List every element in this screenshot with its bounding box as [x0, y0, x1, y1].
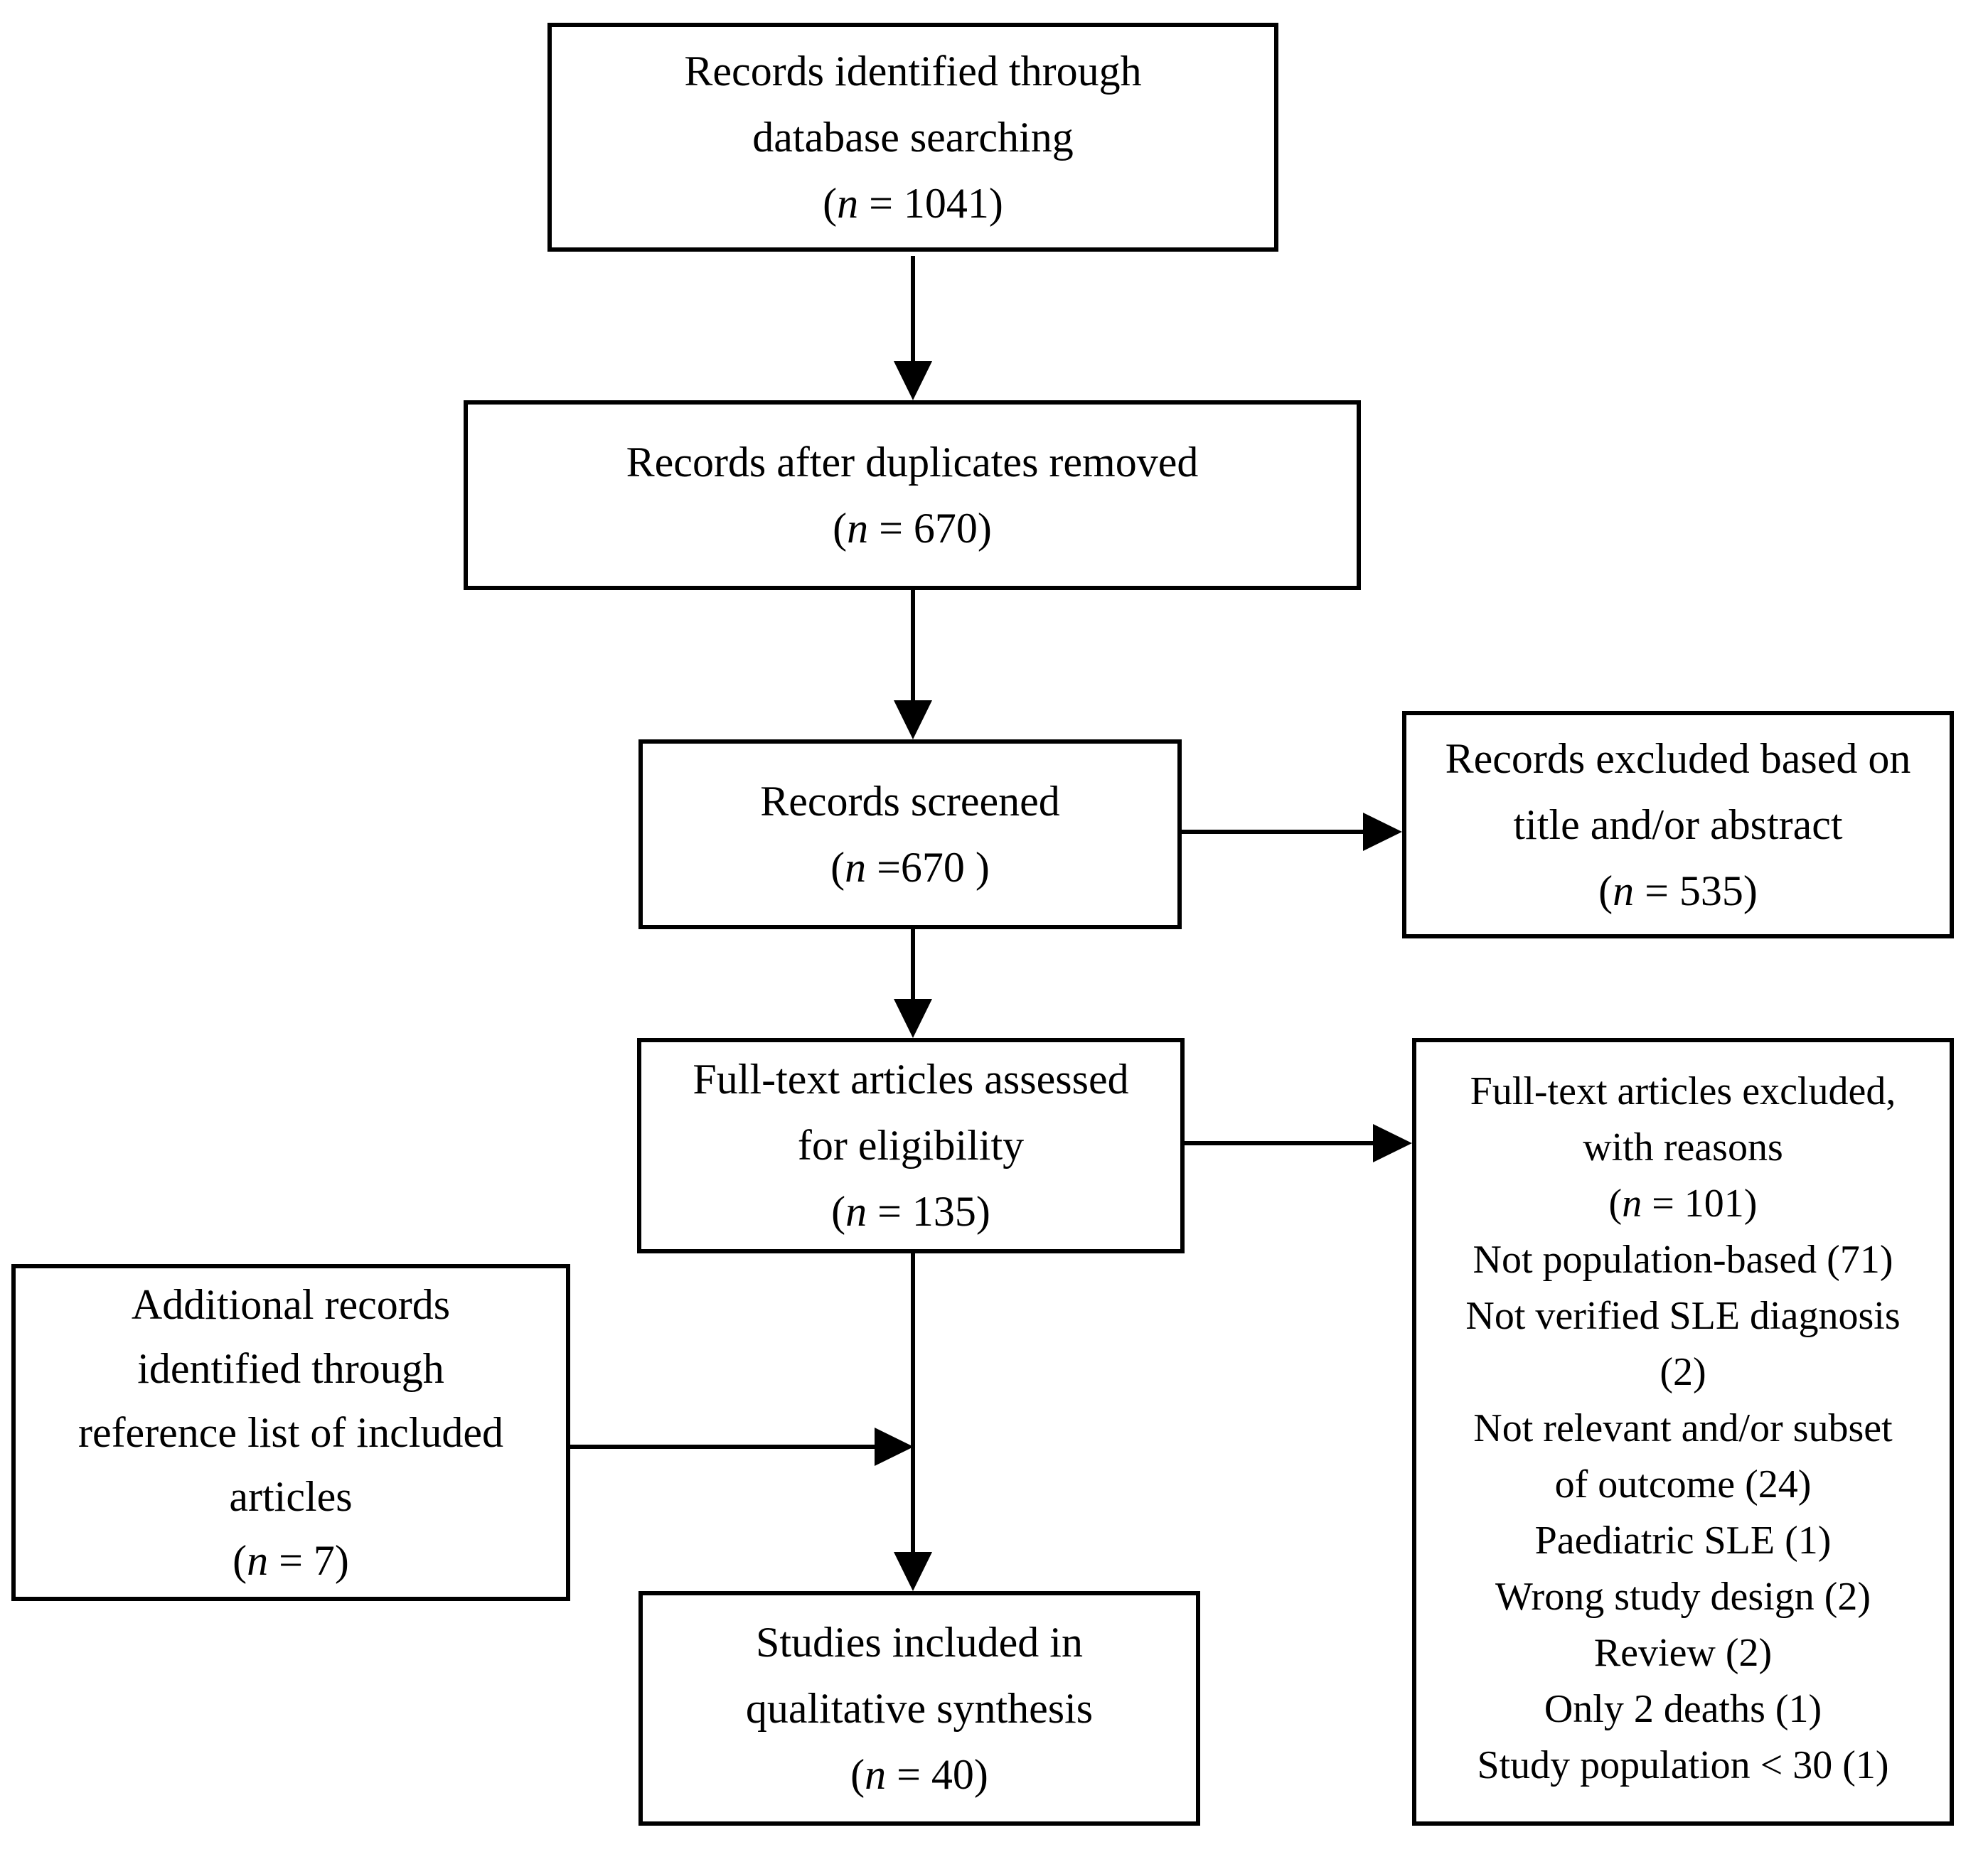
- exclusion-reason: Study population < 30 (1): [1477, 1743, 1889, 1787]
- box-text-line: Records identified through: [684, 47, 1142, 95]
- arrowhead-down-icon: [894, 700, 932, 739]
- exclusion-reason: Not population-based (71): [1473, 1238, 1893, 1282]
- box-records-screened: Records screened (n =670 ): [638, 739, 1182, 929]
- arrow-duplicates-to-screened: [911, 590, 915, 702]
- box-fulltext-excluded-reasons: Full-text articles excluded, with reason…: [1412, 1038, 1954, 1826]
- arrowhead-down-icon: [894, 999, 932, 1038]
- box-text-line: database searching: [752, 113, 1074, 161]
- box-text-line: Additional records: [131, 1281, 451, 1328]
- arrow-additional-to-included: [570, 1445, 875, 1449]
- box-text-line: for eligibility: [797, 1122, 1025, 1169]
- count-line: (n = 7): [233, 1537, 349, 1584]
- box-additional-records: Additional records identified through re…: [11, 1264, 570, 1601]
- count-line: (n = 135): [831, 1188, 990, 1235]
- box-text-line: reference list of included: [78, 1409, 504, 1456]
- arrow-screened-to-fulltext: [911, 929, 915, 1000]
- box-text-line: Studies included in: [756, 1618, 1083, 1666]
- box-text-line: Full-text articles assessed: [693, 1056, 1129, 1103]
- box-text-line: identified through: [137, 1345, 444, 1392]
- exclusion-reason: Not verified SLE diagnosis: [1465, 1294, 1901, 1338]
- box-records-identified: Records identified through database sear…: [547, 23, 1278, 252]
- arrow-fulltext-to-excluded-reasons: [1185, 1141, 1373, 1145]
- arrowhead-right-icon: [875, 1428, 914, 1466]
- arrow-fulltext-to-included: [911, 1253, 915, 1553]
- arrowhead-down-icon: [894, 361, 932, 400]
- box-duplicates-removed: Records after duplicates removed (n = 67…: [464, 400, 1361, 590]
- exclusion-reason: of outcome (24): [1554, 1462, 1812, 1506]
- box-text-line: Records screened: [760, 777, 1060, 825]
- count-line: (n = 670): [833, 504, 992, 552]
- exclusion-reason: (2): [1660, 1350, 1706, 1394]
- arrowhead-right-icon: [1363, 813, 1402, 851]
- arrow-identified-to-duplicates: [911, 256, 915, 363]
- exclusion-reason: Not relevant and/or subset: [1473, 1406, 1893, 1450]
- arrowhead-down-icon: [894, 1552, 932, 1591]
- box-text-line: Full-text articles excluded,: [1470, 1069, 1896, 1113]
- box-records-excluded-title-abstract: Records excluded based on title and/or a…: [1402, 711, 1954, 938]
- count-line: (n = 1041): [823, 179, 1003, 227]
- count-line: (n = 101): [1608, 1182, 1758, 1226]
- exclusion-reason: Only 2 deaths (1): [1544, 1687, 1822, 1731]
- box-text-line: with reasons: [1583, 1125, 1783, 1169]
- arrowhead-right-icon: [1373, 1124, 1412, 1162]
- count-line: (n = 535): [1598, 867, 1758, 914]
- exclusion-reason: Review (2): [1593, 1631, 1773, 1675]
- exclusion-reason: Wrong study design (2): [1495, 1575, 1871, 1619]
- box-text-line: articles: [229, 1473, 353, 1520]
- count-line: (n = 40): [850, 1750, 988, 1798]
- box-text-line: title and/or abstract: [1513, 801, 1843, 848]
- arrow-screened-to-excluded: [1182, 830, 1363, 834]
- box-text-line: Records after duplicates removed: [626, 438, 1199, 486]
- box-text-line: qualitative synthesis: [745, 1684, 1094, 1732]
- box-studies-included: Studies included in qualitative synthesi…: [638, 1591, 1200, 1826]
- box-text-line: Records excluded based on: [1445, 734, 1911, 782]
- box-fulltext-assessed: Full-text articles assessed for eligibil…: [637, 1038, 1185, 1253]
- exclusion-reason: Paediatric SLE (1): [1534, 1519, 1832, 1563]
- count-line: (n =670 ): [830, 843, 990, 891]
